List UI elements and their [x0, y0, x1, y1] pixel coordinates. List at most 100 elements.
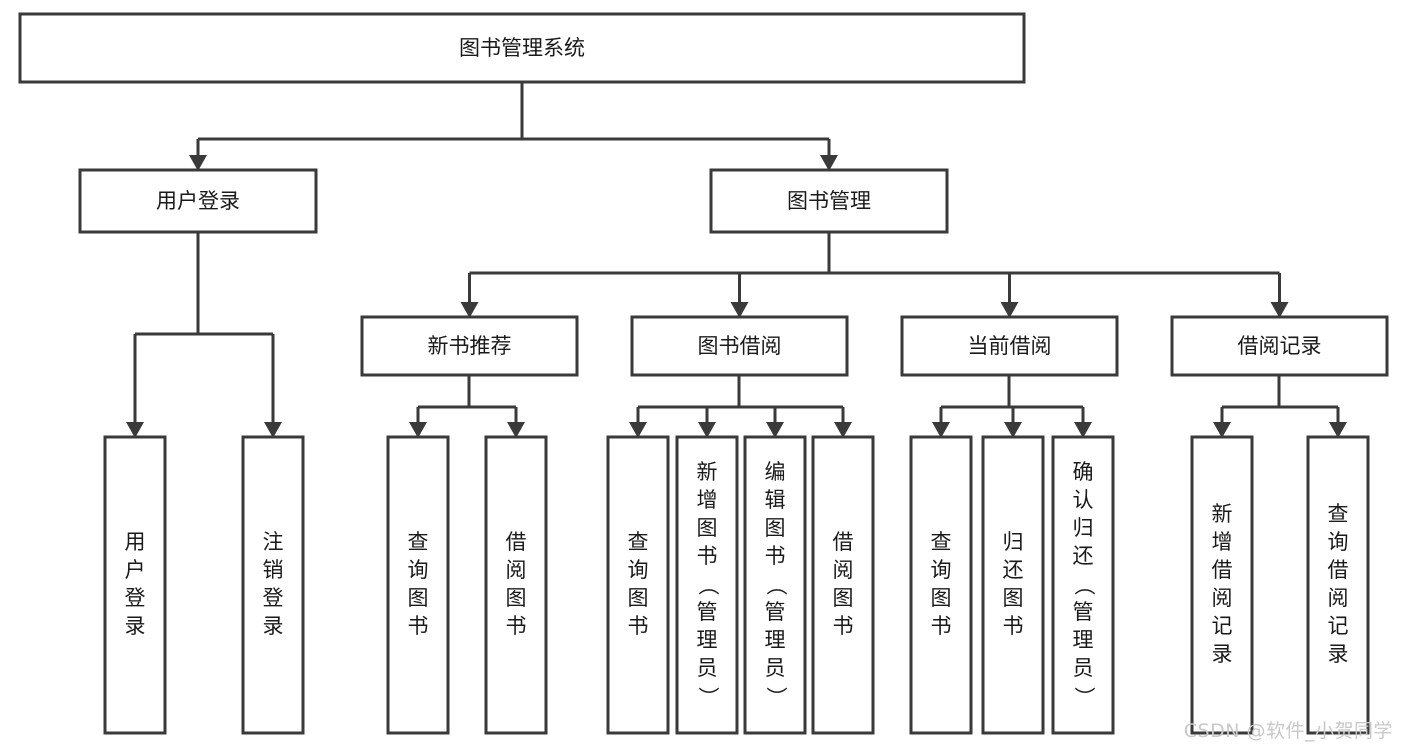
- label-char: 阅: [1212, 586, 1233, 610]
- label-char: 借: [506, 530, 527, 554]
- label-char: 图: [408, 586, 429, 610]
- label-char: 询: [1328, 530, 1349, 554]
- node-label-leaf-user-login: 用户登录: [125, 530, 146, 638]
- node-box-current-borrow[interactable]: [900, 315, 1119, 377]
- label-char: 阅: [1328, 586, 1349, 610]
- node-box-new-book-rec[interactable]: [360, 315, 579, 377]
- node-label-current-borrow: 当前借阅: [968, 334, 1052, 358]
- node-box-leaf-br-add[interactable]: [1190, 435, 1254, 735]
- label-char: 录: [1328, 642, 1349, 666]
- node-box-leaf-br-query[interactable]: [1306, 435, 1370, 735]
- label-char: ）: [1072, 687, 1096, 708]
- connector-userlogin-to-leaves: [126, 232, 282, 438]
- connector-currentborrow-to-leaves: [932, 375, 1092, 438]
- arrow-head-icon: [1329, 422, 1347, 438]
- label-char: 员: [765, 656, 786, 680]
- label-char: 询: [408, 558, 429, 582]
- node-box-leaf-cb-query[interactable]: [909, 435, 973, 735]
- node-borrow-record[interactable]: 借阅记录: [1170, 315, 1389, 377]
- label-char: 录: [263, 614, 284, 638]
- label-char: ）: [764, 687, 788, 708]
- label-char: 图: [697, 516, 718, 540]
- label-char: 查: [1328, 502, 1349, 526]
- label-char: （: [764, 575, 788, 596]
- label-char: 图: [1003, 586, 1024, 610]
- node-box-leaf-rec-query[interactable]: [386, 435, 450, 735]
- node-current-borrow[interactable]: 当前借阅: [900, 315, 1119, 377]
- label-char: 借: [1212, 558, 1233, 582]
- label-char: 员: [697, 656, 718, 680]
- node-box-leaf-bb-borrow[interactable]: [811, 435, 875, 735]
- node-root[interactable]: 图书管理系统: [18, 12, 1026, 84]
- label-char: 书: [931, 614, 952, 638]
- label-char: 书: [1003, 614, 1024, 638]
- node-box-leaf-cb-return[interactable]: [981, 435, 1045, 735]
- node-box-leaf-cb-confirm[interactable]: [1051, 435, 1115, 735]
- node-label-root: 图书管理系统: [459, 36, 585, 60]
- label-char: 新: [697, 460, 718, 484]
- node-leaf-user-login[interactable]: 用户登录: [103, 435, 167, 735]
- arrow-head-icon: [460, 302, 479, 318]
- label-char: 书: [697, 544, 718, 568]
- label-char: 增: [1212, 530, 1233, 554]
- label-char: 新: [1212, 502, 1233, 526]
- node-box-leaf-bb-add[interactable]: [675, 435, 739, 735]
- node-label-book-manage: 图书管理: [787, 189, 871, 213]
- label-char: 书: [408, 614, 429, 638]
- node-label-borrow-record: 借阅记录: [1238, 334, 1322, 358]
- connector-bookmanage-to-level3: [460, 232, 1289, 318]
- node-box-root[interactable]: [18, 12, 1026, 84]
- label-char: （: [1072, 575, 1096, 596]
- node-box-leaf-user-logout[interactable]: [241, 435, 305, 735]
- node-box-book-manage[interactable]: [709, 168, 949, 234]
- node-box-borrow-record[interactable]: [1170, 315, 1389, 377]
- label-char: 书: [506, 614, 527, 638]
- node-new-book-rec[interactable]: 新书推荐: [360, 315, 579, 377]
- node-box-leaf-user-login[interactable]: [103, 435, 167, 735]
- node-book-manage[interactable]: 图书管理: [709, 168, 949, 234]
- arrow-head-icon: [629, 422, 647, 438]
- node-box-leaf-bb-edit[interactable]: [743, 435, 807, 735]
- label-char: 记: [1212, 614, 1233, 638]
- node-box-book-borrow[interactable]: [630, 315, 849, 377]
- label-char: 归: [1003, 530, 1024, 554]
- node-box-user-login[interactable]: [78, 168, 318, 234]
- label-char: 辑: [765, 488, 786, 512]
- label-char: 图: [931, 586, 952, 610]
- label-char: 销: [263, 558, 284, 582]
- connector-root-to-level2: [189, 82, 838, 171]
- connector-bookborrow-to-leaves: [629, 375, 852, 438]
- label-char: 用: [125, 530, 146, 554]
- node-layer: 图书管理系统用户登录图书管理新书推荐图书借阅当前借阅借阅记录用户登录注销登录查询…: [18, 12, 1389, 735]
- node-user-login[interactable]: 用户登录: [78, 168, 318, 234]
- label-char: 阅: [506, 558, 527, 582]
- node-book-borrow[interactable]: 图书借阅: [630, 315, 849, 377]
- label-char: 管: [697, 600, 718, 624]
- node-label-new-book-rec: 新书推荐: [428, 334, 512, 358]
- label-char: 图: [506, 586, 527, 610]
- arrow-head-icon: [730, 302, 749, 318]
- label-char: 理: [1073, 628, 1094, 652]
- node-box-leaf-rec-borrow[interactable]: [484, 435, 548, 735]
- label-char: 认: [1073, 488, 1094, 512]
- node-box-leaf-bb-query[interactable]: [606, 435, 670, 735]
